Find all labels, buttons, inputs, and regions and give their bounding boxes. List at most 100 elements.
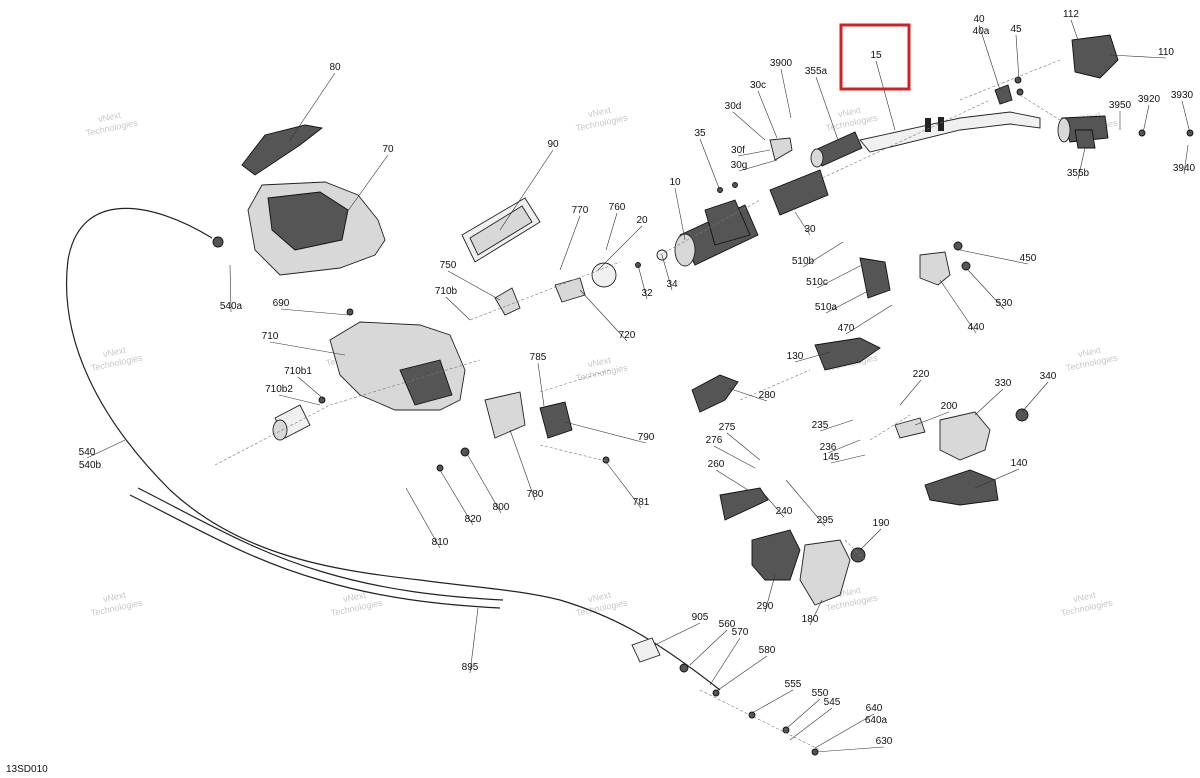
leader-line-15 [875,60,896,131]
steering-column [656,137,829,267]
callout-label-3940: 3940 [1173,163,1196,174]
callout-label-3950: 3950 [1109,100,1132,111]
assembly-axis-line [699,689,821,751]
leader-line-145 [830,454,866,464]
leader-line-810 [405,487,441,549]
callout-label-510b: 510b [792,256,815,267]
leader-line-555 [751,689,794,714]
leader-line-820 [439,469,474,526]
callout-label-34: 34 [666,279,678,290]
leader-line-30g [738,159,778,172]
handlebar-assembly [810,34,1119,168]
leader-line-450 [959,249,1029,265]
leader-line-30d [732,111,766,141]
leader-line-640 [814,713,875,749]
leader-line-750 [447,270,501,301]
leader-line-800 [465,451,502,514]
callout-label-540: 540 [79,447,96,458]
leader-line-236 [827,439,861,454]
callout-label-70: 70 [382,144,394,155]
callout-label-510a: 510a [815,302,838,313]
callout-label-40a: 40a [973,26,990,37]
watermark-text: vNext [342,590,367,605]
callout-label-690: 690 [273,298,290,309]
callout-label-550: 550 [812,688,829,699]
leader-line-276 [713,445,756,469]
callout-label-295: 295 [817,515,834,526]
assembly-axis-line [1019,94,1061,121]
leader-line-510a [825,289,871,314]
leader-line-630 [814,746,885,753]
leader-line-30c [757,90,778,139]
callout-label-90: 90 [547,139,559,150]
callout-label-130: 130 [787,351,804,362]
leader-line-355a [815,76,839,141]
leader-line-545 [789,707,833,741]
leader-line-90 [499,149,554,231]
callout-label-720: 720 [619,330,636,341]
callout-label-470: 470 [838,323,855,334]
callout-label-180: 180 [802,614,819,625]
callout-label-32: 32 [641,288,653,299]
leader-line-112 [1070,19,1079,41]
callout-label-340: 340 [1040,371,1057,382]
callout-label-555: 555 [785,679,802,690]
leader-line-240 [764,494,785,518]
callout-label-640: 640 [866,703,883,714]
callout-label-580: 580 [759,645,776,656]
assembly-axis-line [659,199,761,256]
fasteners [212,76,1194,756]
leader-line-130 [794,351,831,363]
callout-label-3900: 3900 [770,58,793,69]
callout-label-236: 236 [820,442,837,453]
callout-label-30d: 30d [725,101,742,112]
leader-line-30 [794,211,811,236]
callout-label-3930: 3930 [1171,90,1194,101]
leader-line-40 [978,24,1001,91]
callout-label-510c: 510c [806,277,828,288]
callout-label-630: 630 [876,736,893,747]
switch-modules [484,251,1029,606]
callout-label-20: 20 [636,215,648,226]
callout-label-710: 710 [262,331,279,342]
leader-line-280 [727,387,768,402]
callout-label-750: 750 [440,260,457,271]
callout-label-810: 810 [432,537,449,548]
leader-line-32 [637,264,648,300]
leader-line-905 [654,622,701,646]
callout-label-540b: 540b [79,460,102,471]
callout-label-710b1: 710b1 [284,366,312,377]
callout-label-440: 440 [968,322,985,333]
watermark-text: vNext [97,110,122,125]
leader-line-355b [1077,147,1086,180]
leader-line-140 [974,468,1020,489]
callout-label-35: 35 [694,128,706,139]
callout-label-80: 80 [329,62,341,73]
callout-label-260: 260 [708,459,725,470]
callout-label-30: 30 [804,224,816,235]
leader-line-200 [914,411,950,426]
leader-line-235 [819,419,854,432]
callout-label-760: 760 [609,202,626,213]
leader-line-895 [469,607,479,674]
callout-label-540a: 540a [220,301,243,312]
callout-label-450: 450 [1020,253,1037,264]
callout-label-640a: 640a [865,715,888,726]
leader-line-550 [786,698,821,729]
callout-label-781: 781 [633,497,650,508]
leader-line-790 [564,421,647,444]
leader-line-20 [597,225,643,271]
leader-line-710b2 [278,394,321,406]
callout-label-45: 45 [1010,24,1022,35]
assembly-axis-line [869,414,911,441]
callout-label-140: 140 [1011,458,1028,469]
callout-label-275: 275 [719,422,736,433]
callout-label-800: 800 [493,502,510,513]
watermark-text: vNext [1072,590,1097,605]
callout-label-820: 820 [465,514,482,525]
callout-label-895: 895 [462,662,479,673]
assembly-axis-line [214,404,331,466]
left-switch-housing [272,262,617,441]
